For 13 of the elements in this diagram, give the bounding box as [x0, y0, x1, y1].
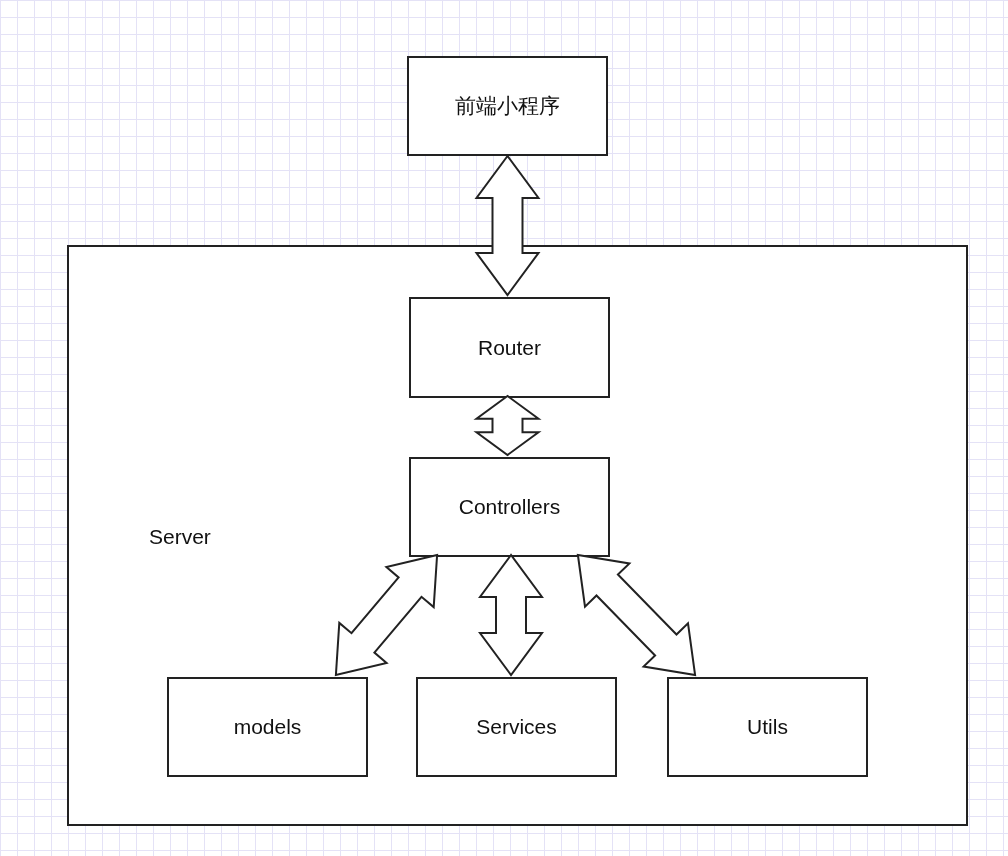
server-container — [67, 245, 968, 826]
process-box: models — [167, 677, 368, 777]
process-box: Controllers — [409, 457, 610, 557]
double-arrow — [474, 154, 541, 297]
double-arrow — [576, 553, 697, 677]
process-box: Services — [416, 677, 617, 777]
process-box: 前端小程序 — [407, 56, 608, 156]
double-arrow — [478, 553, 544, 677]
process-box: Utils — [667, 677, 868, 777]
container-label: Server — [149, 525, 211, 549]
double-arrow — [473, 394, 542, 457]
double-arrow — [334, 553, 439, 677]
process-box: Router — [409, 297, 610, 398]
